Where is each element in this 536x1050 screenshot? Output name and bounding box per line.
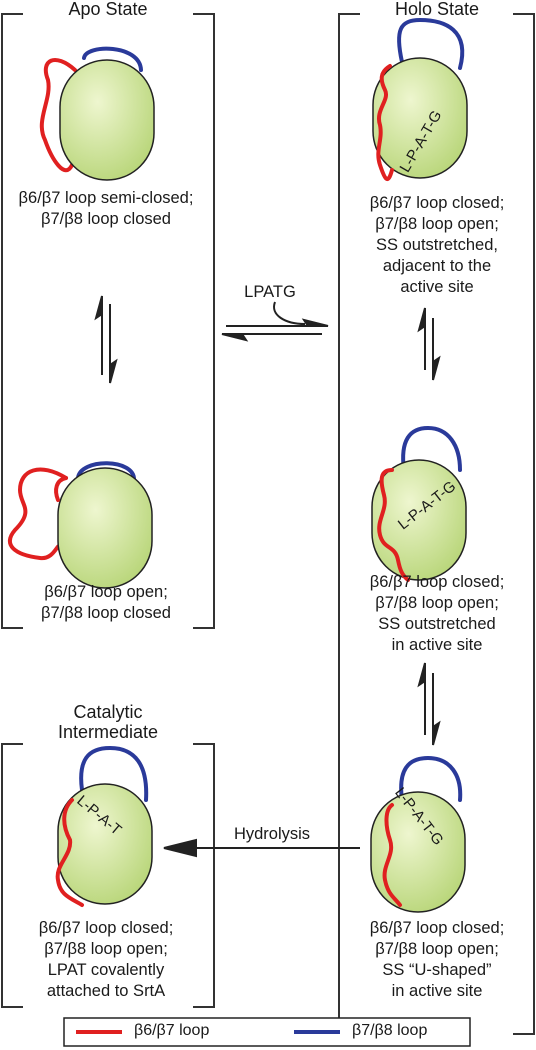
legend: [63, 1017, 471, 1047]
holo-equilibrium-arrows-2: [417, 662, 441, 746]
blue-loop: [399, 755, 463, 802]
blue-loop: [397, 17, 465, 70]
enzyme-body: [59, 59, 155, 181]
holo2-caption: β6/β7 loop closed; β7/β8 loop open; SS o…: [369, 573, 505, 654]
apo-holo-equilibrium-arrows: [221, 301, 329, 342]
red-loop: [7, 467, 68, 561]
red-loop: [39, 58, 77, 173]
holo-state-title: Holo State: [394, 0, 480, 19]
legend-red-label: β6/β7 loop: [134, 1022, 210, 1039]
holo1-caption: β6/β7 loop closed; β7/β8 loop open; SS o…: [369, 194, 505, 296]
red-loop: [382, 803, 402, 907]
blue-loop: [79, 745, 149, 802]
red-loop: [55, 798, 84, 907]
catalytic-protein: [55, 745, 153, 907]
blue-loop: [76, 461, 137, 482]
enzyme-body: [57, 783, 153, 905]
apo2-caption: β6/β7 loop open; β7/β8 loop closed: [41, 583, 171, 622]
catalytic-caption: β6/β7 loop closed; β7/β8 loop open; LPAT…: [38, 919, 174, 1000]
catalytic-intermediate-title: Catalytic Intermediate: [57, 702, 159, 742]
hydrolysis-label: Hydrolysis: [233, 825, 311, 843]
legend-box: [63, 1017, 471, 1047]
red-loop: [377, 468, 410, 582]
blue-loop: [82, 46, 143, 72]
holo-protein-2: [371, 425, 467, 582]
holo3-caption: β6/β7 loop closed; β7/β8 loop open; SS “…: [369, 919, 505, 1000]
enzyme-body: [372, 57, 468, 179]
apo-bracket: [1, 13, 215, 629]
enzyme-body: [57, 467, 153, 589]
apo-state-title: Apo State: [68, 0, 148, 19]
red-loop: [376, 64, 394, 181]
legend-blue-label: β7/β8 loop: [352, 1022, 428, 1039]
holo-protein-3: [370, 755, 466, 913]
catalytic-bracket: [1, 743, 215, 1008]
holo-protein-1: [372, 17, 468, 181]
lpatg-label: LPATG: [244, 283, 296, 301]
apo-protein-2: [7, 461, 153, 589]
apo1-caption: β6/β7 loop semi-closed; β7/β8 loop close…: [18, 189, 194, 228]
blue-loop: [401, 425, 462, 472]
holo-equilibrium-arrows-1: [417, 307, 441, 381]
hydrolysis-arrow: [163, 838, 360, 858]
apo-protein-1: [39, 46, 155, 181]
apo-equilibrium-arrows: [94, 295, 118, 384]
enzyme-body: [370, 791, 466, 913]
